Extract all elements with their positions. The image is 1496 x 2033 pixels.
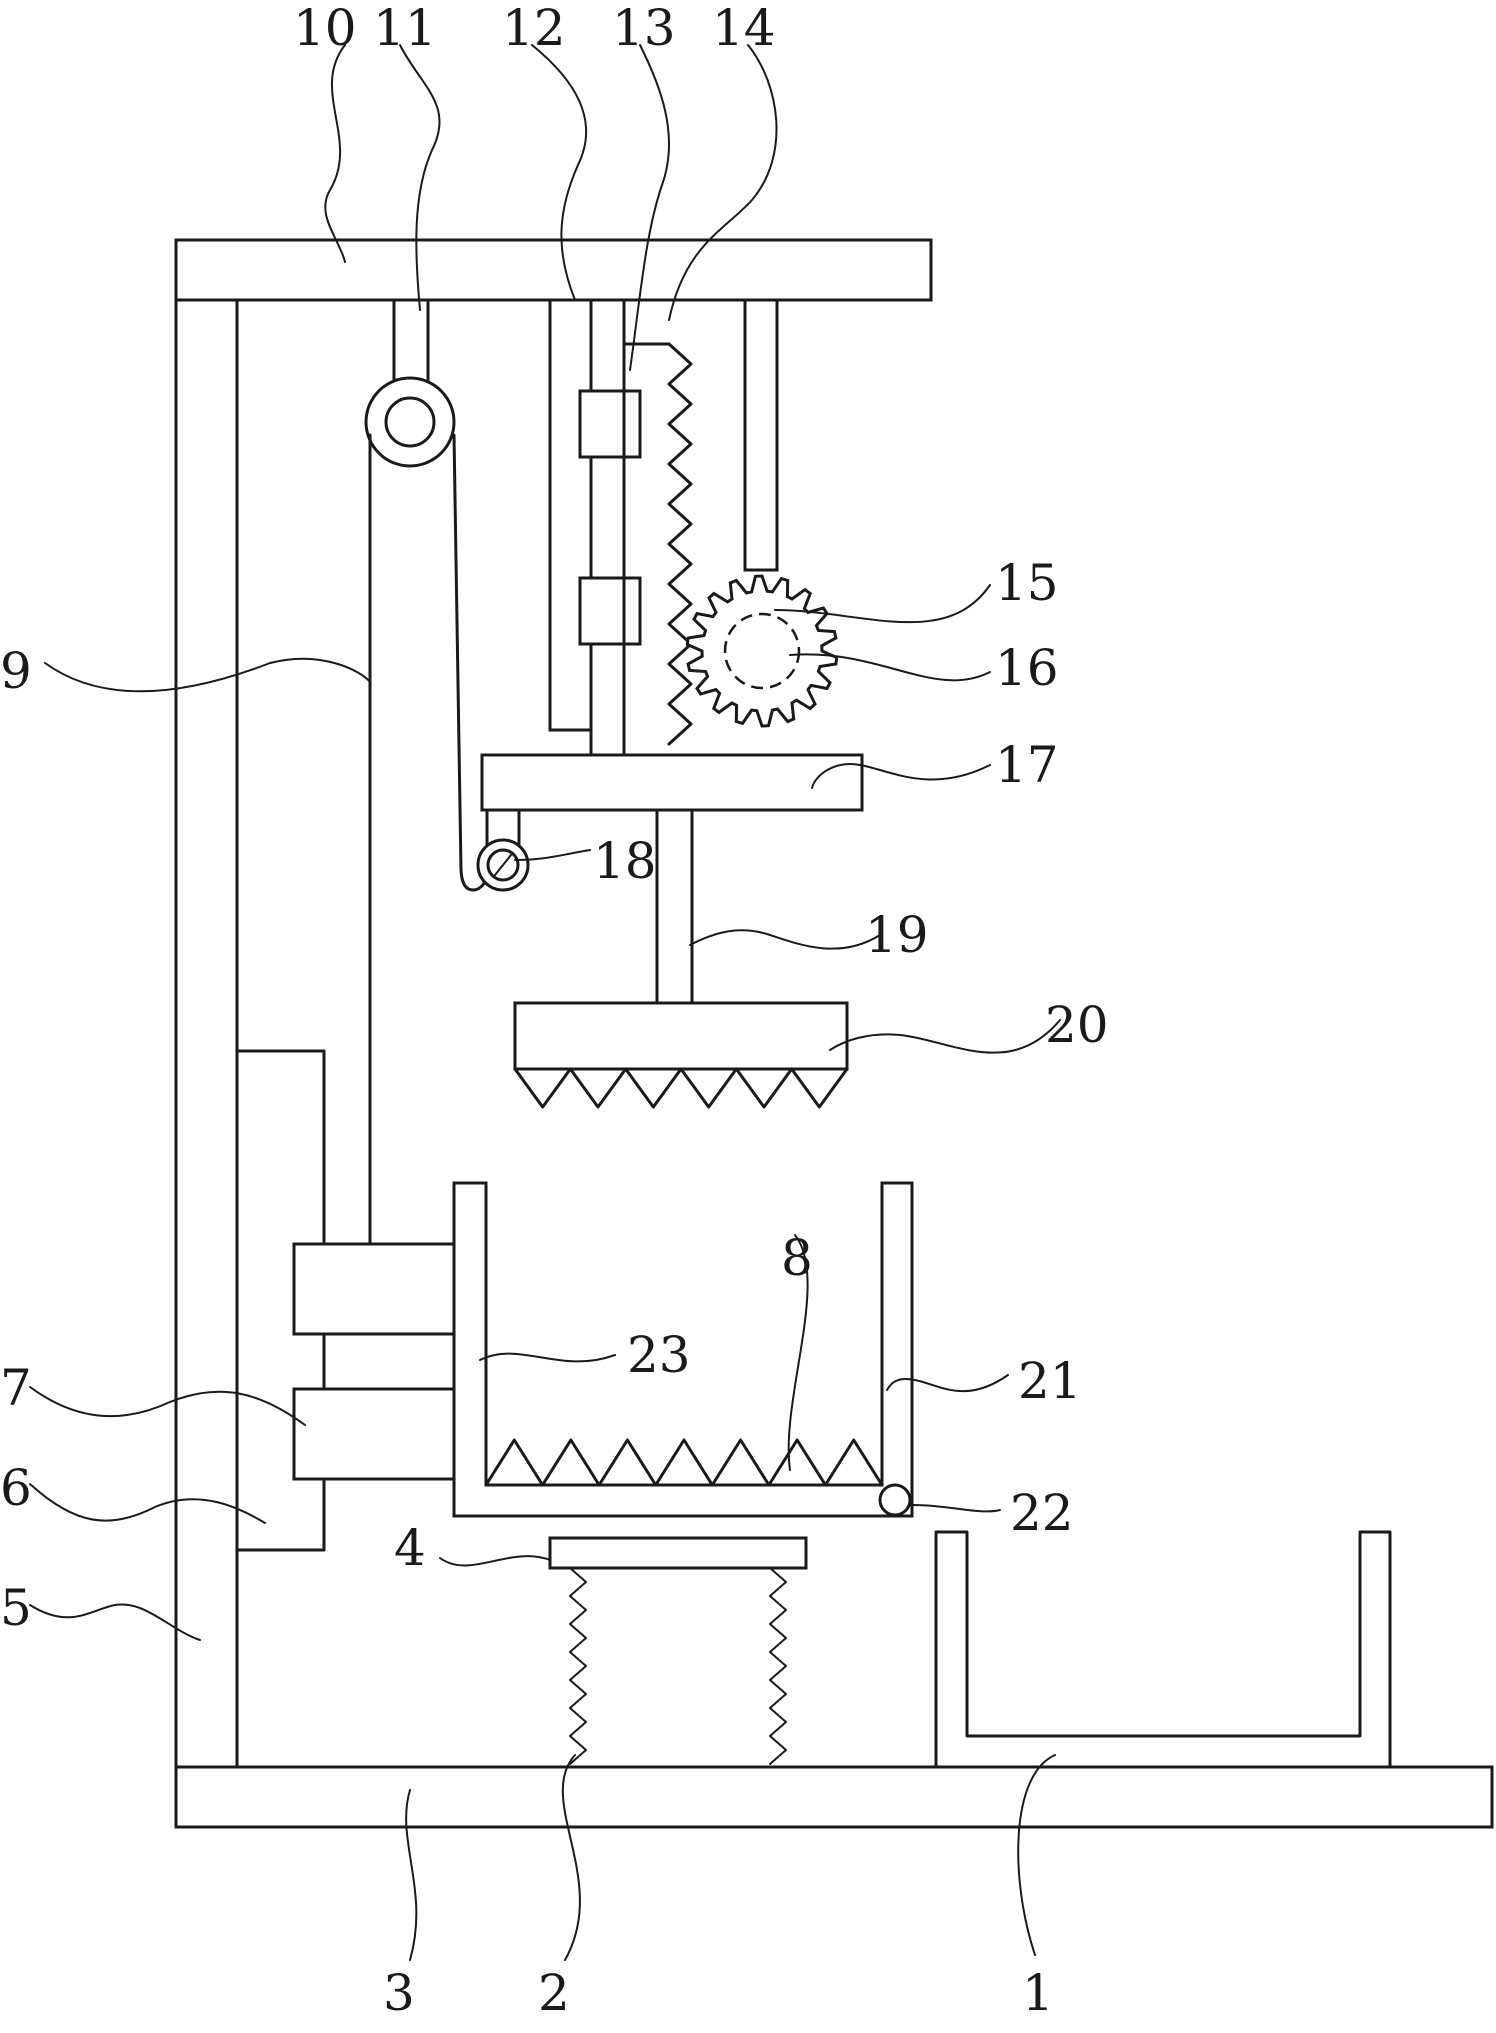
leader-20 bbox=[829, 1019, 1061, 1054]
motor-mount bbox=[743, 298, 779, 572]
slider-upper bbox=[292, 1242, 456, 1336]
guide-rod bbox=[548, 298, 593, 732]
pull-rope bbox=[368, 433, 492, 1246]
label-19: 19 bbox=[865, 906, 929, 964]
leader-6 bbox=[29, 1483, 266, 1524]
label-16: 16 bbox=[995, 639, 1059, 697]
label-8: 8 bbox=[781, 1229, 813, 1287]
leader-14 bbox=[668, 44, 778, 321]
leader-12 bbox=[531, 44, 588, 301]
gear bbox=[685, 574, 839, 728]
leader-16 bbox=[789, 653, 991, 682]
label-21: 21 bbox=[1018, 1352, 1082, 1410]
leader-9 bbox=[44, 657, 371, 693]
rack-bar bbox=[622, 342, 671, 757]
base-plate bbox=[174, 1765, 1494, 1829]
label-1: 1 bbox=[1022, 1964, 1054, 2022]
label-9: 9 bbox=[0, 642, 32, 700]
left-upright bbox=[174, 298, 239, 1769]
leader-4 bbox=[439, 1555, 551, 1567]
guide-block-upper bbox=[578, 389, 642, 459]
leader-2 bbox=[561, 1754, 581, 1961]
rack-teeth bbox=[667, 342, 693, 746]
collecting-tray bbox=[934, 1530, 1392, 1769]
top-beam bbox=[174, 238, 933, 302]
upper-grinding-teeth bbox=[513, 1067, 849, 1109]
leader-11 bbox=[399, 44, 441, 311]
label-10: 10 bbox=[293, 0, 357, 57]
motor-shaft bbox=[723, 612, 801, 690]
grinding-box bbox=[452, 1181, 914, 1518]
leader-1 bbox=[1017, 1754, 1056, 1956]
label-6: 6 bbox=[0, 1459, 32, 1517]
leader-7 bbox=[29, 1386, 306, 1426]
label-14: 14 bbox=[712, 0, 776, 57]
label-5: 5 bbox=[0, 1579, 32, 1637]
label-12: 12 bbox=[502, 0, 566, 57]
leader-lines bbox=[29, 44, 1061, 1961]
hinge-pin bbox=[878, 1483, 912, 1517]
leader-17 bbox=[811, 763, 991, 789]
push-rod bbox=[655, 808, 694, 1005]
lower-grinding-teeth bbox=[484, 1438, 884, 1487]
press-head bbox=[513, 1001, 849, 1071]
lift-plate bbox=[480, 753, 864, 812]
label-22: 22 bbox=[1010, 1484, 1074, 1542]
slider-lower bbox=[292, 1387, 456, 1481]
inner-rod bbox=[589, 298, 626, 757]
label-11: 11 bbox=[373, 0, 437, 57]
leader-18 bbox=[514, 849, 591, 861]
label-23: 23 bbox=[627, 1326, 691, 1384]
label-18: 18 bbox=[593, 832, 657, 890]
spring-right bbox=[769, 1567, 787, 1765]
leader-19 bbox=[689, 929, 881, 950]
label-3: 3 bbox=[383, 1964, 415, 2022]
support-plate bbox=[548, 1536, 808, 1570]
label-7: 7 bbox=[0, 1359, 32, 1417]
leader-23 bbox=[479, 1352, 616, 1363]
leader-21 bbox=[886, 1374, 1009, 1393]
label-13: 13 bbox=[612, 0, 676, 57]
label-4: 4 bbox=[394, 1519, 426, 1577]
leader-15 bbox=[774, 584, 991, 624]
guide-block-lower bbox=[578, 576, 642, 646]
pulley-axle bbox=[384, 396, 436, 448]
leader-10 bbox=[324, 44, 346, 263]
label-15: 15 bbox=[995, 554, 1059, 612]
leader-22 bbox=[912, 1504, 1001, 1513]
leader-8 bbox=[787, 1234, 809, 1471]
anchor-pin-mark bbox=[494, 854, 512, 876]
label-20: 20 bbox=[1045, 996, 1109, 1054]
label-17: 17 bbox=[995, 736, 1059, 794]
leader-13 bbox=[629, 44, 670, 371]
label-2: 2 bbox=[538, 1964, 570, 2022]
spring-left bbox=[569, 1567, 587, 1765]
leader-3 bbox=[405, 1789, 418, 1961]
leader-5 bbox=[29, 1603, 201, 1641]
